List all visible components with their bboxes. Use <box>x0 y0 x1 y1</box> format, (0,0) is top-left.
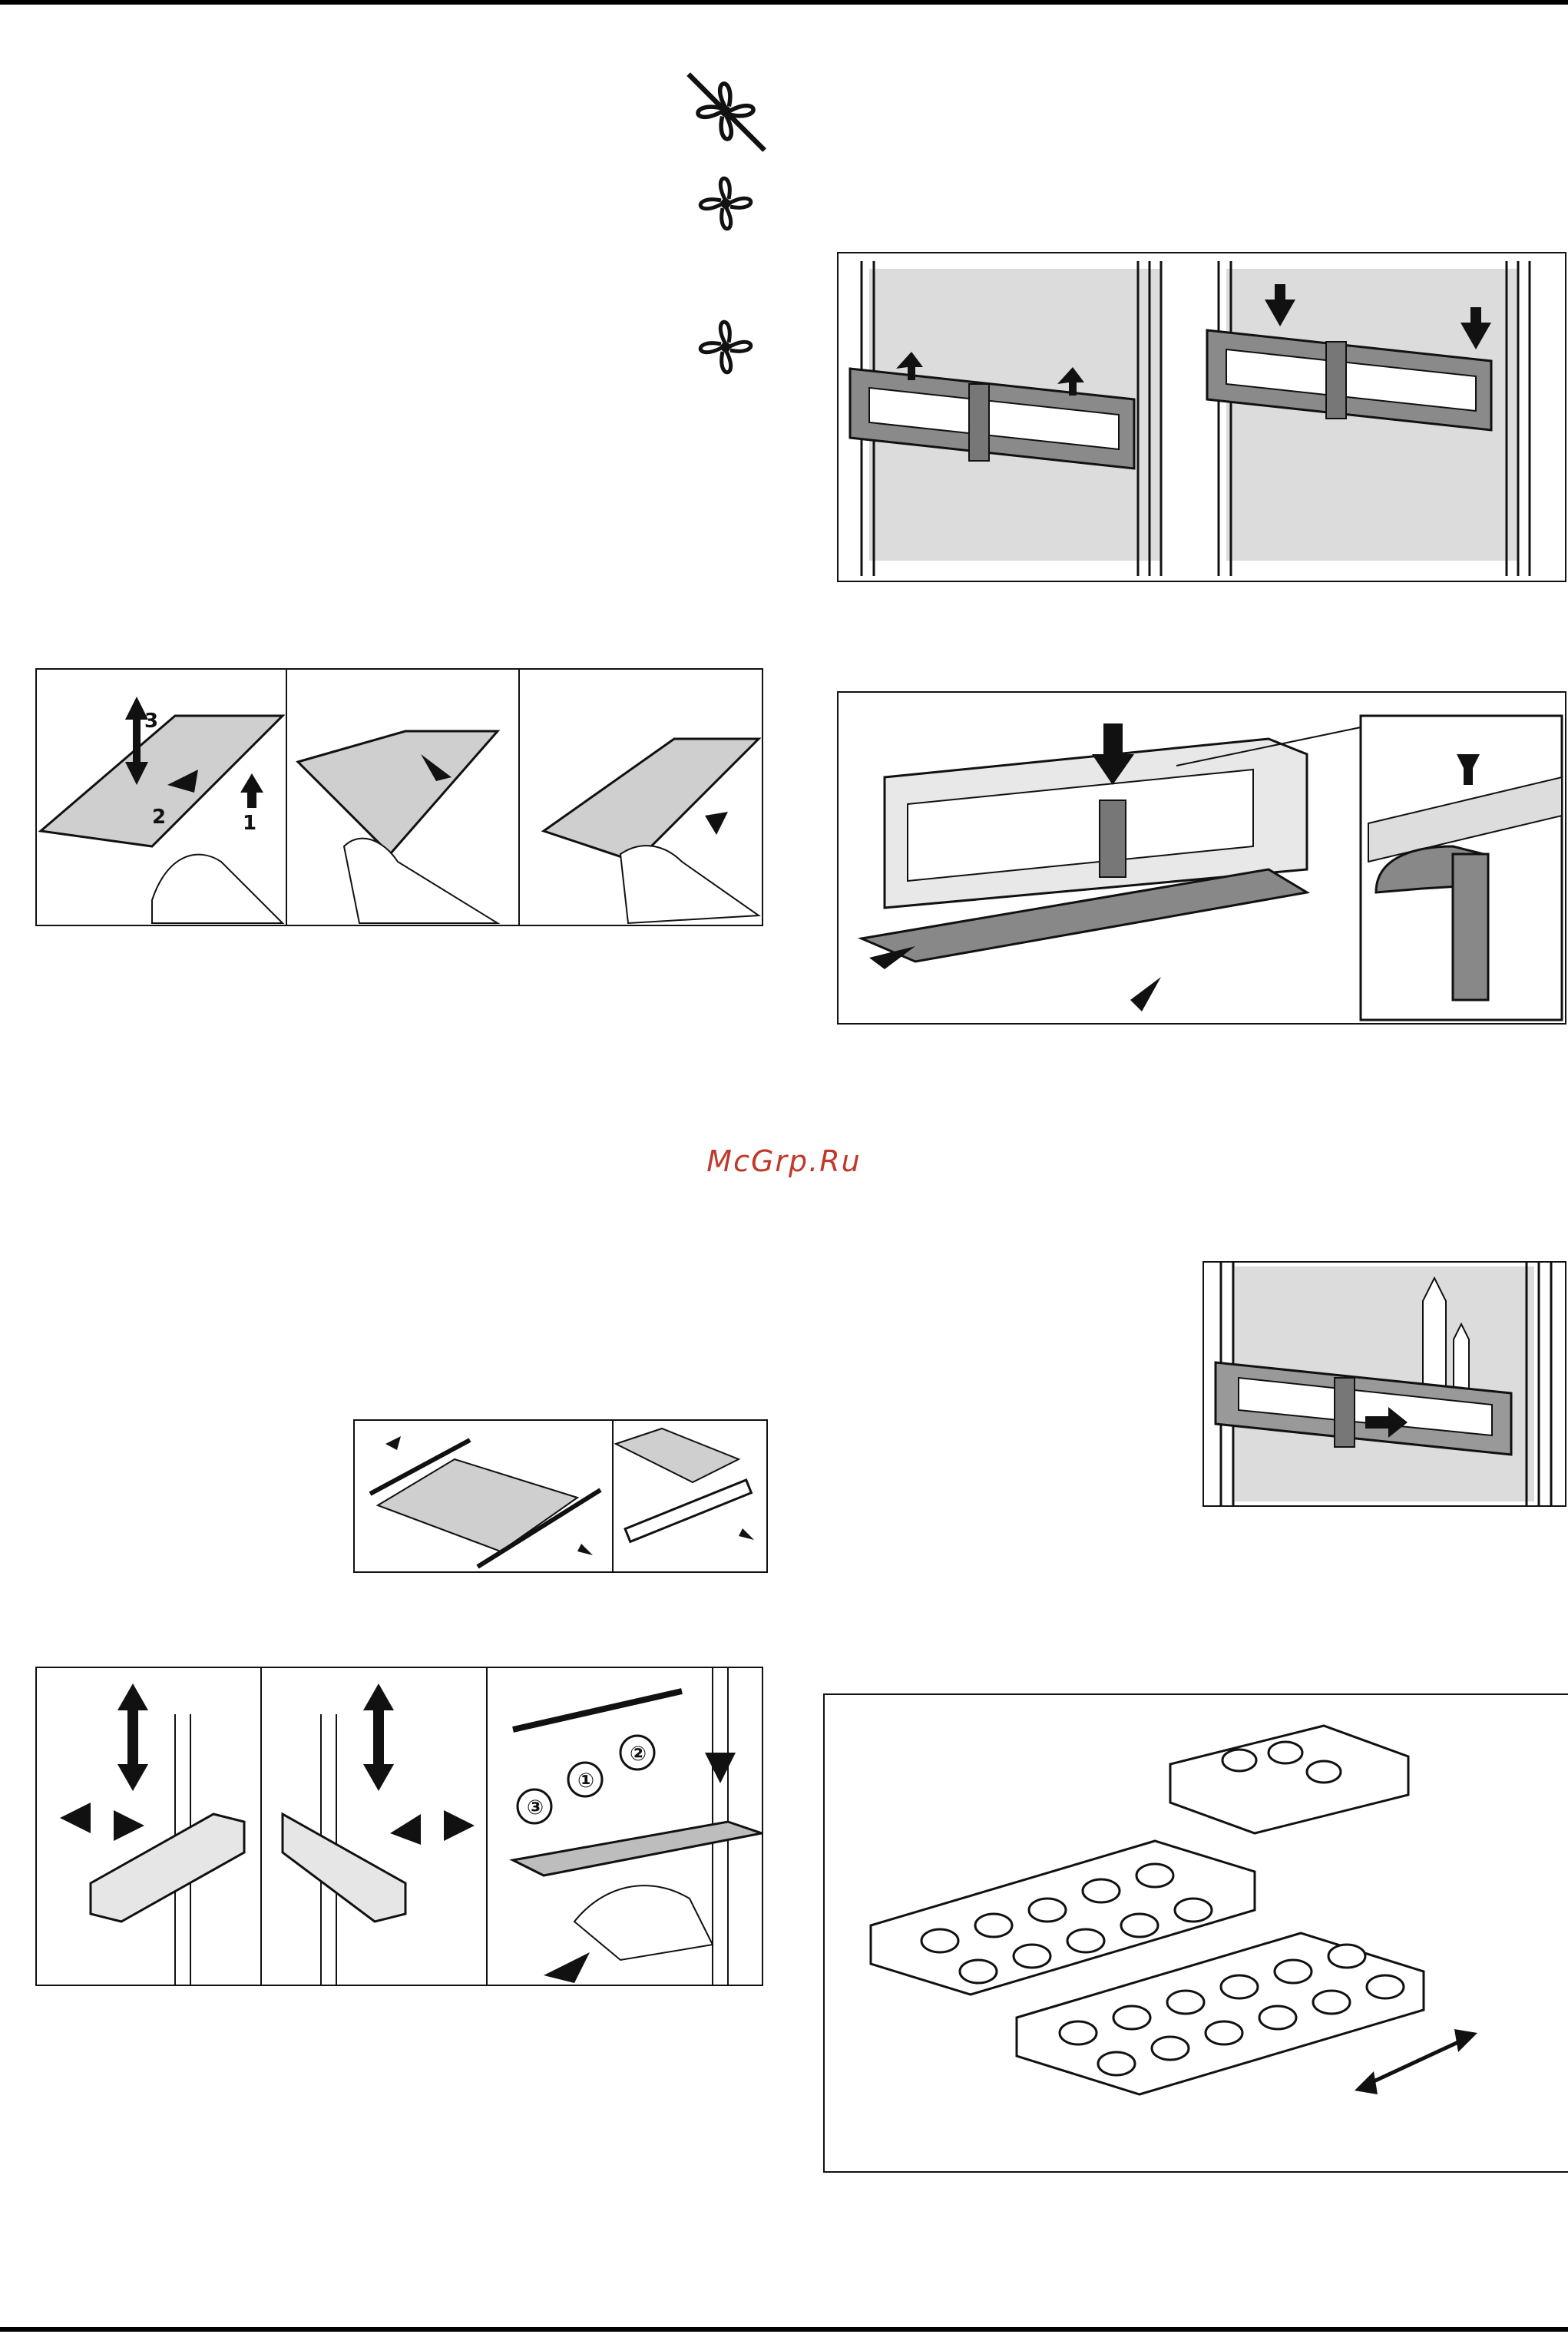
callout-label: ③ <box>527 1796 544 1819</box>
step-label: 2 <box>152 806 166 829</box>
shelf-support-figure: ③ ① ② <box>35 1667 763 1986</box>
step-label: 3 <box>144 710 158 733</box>
bottle-holder-figure <box>1202 1261 1566 1507</box>
bottom-rule <box>0 2327 1568 2332</box>
shelf-trim-figure <box>353 1419 768 1573</box>
step-label: 1 <box>243 812 256 835</box>
egg-tray-figure <box>823 1693 1568 2173</box>
fan-icon <box>687 309 764 386</box>
fan-crossed-icon <box>683 69 768 154</box>
top-rule <box>0 0 1568 5</box>
rack-zoom-figure <box>837 691 1566 1025</box>
shelf-removal-figure: 3 2 1 <box>35 668 763 926</box>
fan-icon <box>687 165 764 242</box>
door-rack-figure <box>837 252 1566 582</box>
callout-label: ② <box>630 1743 647 1766</box>
watermark-text: McGrp.Ru <box>0 1144 1568 1178</box>
callout-label: ① <box>577 1770 594 1793</box>
